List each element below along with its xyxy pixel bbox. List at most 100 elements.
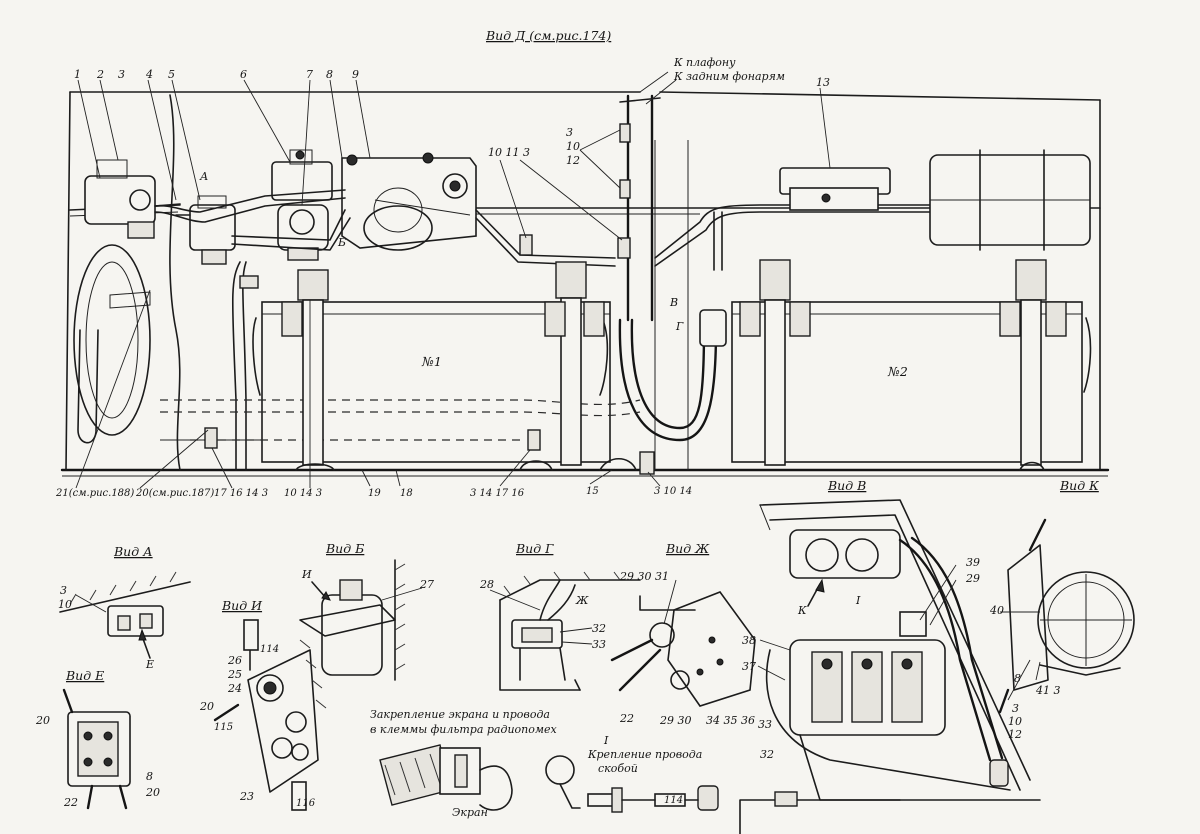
view-v-callout-38: 38 xyxy=(742,634,756,647)
view-v-callout-32: 32 xyxy=(760,748,774,761)
view-v-callout-12: 12 xyxy=(1008,728,1022,741)
view-i-callout-25: 25 xyxy=(227,668,242,681)
view-zh-title: Вид Ж xyxy=(665,541,710,556)
view-i-title: Вид И xyxy=(221,598,263,613)
view-k-title: Вид К xyxy=(1059,478,1099,493)
callout-10-14-3: 10 14 3 xyxy=(284,488,322,499)
regulator-component-1 xyxy=(84,159,181,239)
callout-5: 5 xyxy=(168,68,175,81)
arrow-label-b: Б xyxy=(337,236,346,249)
view-zh-callout-34-35-36: 34 35 36 xyxy=(706,714,755,727)
arrow-label-k: К xyxy=(797,604,807,617)
view-a-callout-3: 3 xyxy=(60,584,67,597)
view-i-callout-114: 114 xyxy=(260,644,279,655)
view-v-title: Вид В xyxy=(827,478,866,493)
view-zh-callout-29-30: 29 30 xyxy=(659,714,692,727)
view-k-callout-40: 40 xyxy=(989,604,1004,617)
view-zh-callout-22: 22 xyxy=(619,712,634,725)
callout-1: 1 xyxy=(74,68,81,81)
note-roman-one-b: I xyxy=(855,594,861,607)
callout-9: 9 xyxy=(352,68,359,81)
floor-supports xyxy=(295,457,1045,471)
callout-10-top: 10 xyxy=(566,140,580,153)
labels: Вид Д (см.рис.174) К плафону К задним фо… xyxy=(35,28,1099,819)
main-view-title: Вид Д (см.рис.174) xyxy=(485,28,611,43)
callout-15: 15 xyxy=(586,486,599,497)
view-v-callout-37: 37 xyxy=(742,660,756,673)
view-i-callout-115: 115 xyxy=(214,722,233,733)
callout-3-14-17-16: 3 14 17 16 xyxy=(470,488,525,499)
view-zh-callout-29-30-31: 29 30 31 xyxy=(619,570,669,583)
view-zh-drawing xyxy=(610,591,756,707)
view-v-callout-39: 39 xyxy=(966,556,980,569)
leader-lines xyxy=(75,71,1041,701)
view-i-callout-116: 116 xyxy=(296,798,316,809)
view-v-callout-3: 3 xyxy=(1012,702,1019,715)
view-a-title: Вид А xyxy=(113,544,153,559)
note-screen-fix-1: Закрепление экрана и провода xyxy=(370,708,550,721)
view-b-drawing xyxy=(299,559,406,681)
view-e-title: Вид Е xyxy=(65,668,104,683)
callout-18: 18 xyxy=(400,488,413,499)
view-i-callout-26: 26 xyxy=(227,654,242,667)
view-i-callout-20: 20 xyxy=(199,700,214,713)
view-v-drawing xyxy=(739,499,1041,834)
view-i-callout-24: 24 xyxy=(227,682,242,695)
arrow-label-a: А xyxy=(199,170,208,183)
view-e-callout-22: 22 xyxy=(63,796,78,809)
component-13 xyxy=(779,167,891,211)
arrow-label-g: Г xyxy=(675,320,684,333)
view-i-drawing xyxy=(213,619,327,811)
note-bracket-fix-2: скобой xyxy=(598,762,638,775)
arrow-label-v: В xyxy=(669,296,678,309)
callout-17-16-14-3: 17 16 14 3 xyxy=(214,488,268,499)
screen-fixing-detail xyxy=(379,744,513,811)
callout-3-10-14: 3 10 14 xyxy=(654,486,692,497)
view-b-callout-27: 27 xyxy=(419,578,434,591)
battery-1 xyxy=(160,261,641,466)
view-v-callout-10: 10 xyxy=(1008,715,1022,728)
note-to-lamp: К плафону xyxy=(673,56,736,69)
view-g-drawing xyxy=(499,571,641,691)
view-v-callout-29: 29 xyxy=(965,572,980,585)
note-screen: Экран xyxy=(452,806,488,819)
wiring-harness xyxy=(154,94,931,471)
arrow-label-e: Е xyxy=(145,658,154,671)
callout-7: 7 xyxy=(306,68,313,81)
callout-3: 3 xyxy=(118,68,125,81)
callout-21: 21(см.рис.188) xyxy=(55,488,134,499)
harness-clips xyxy=(204,123,655,475)
view-g-callout-28: 28 xyxy=(479,578,494,591)
note-roman-one: I xyxy=(603,734,609,747)
view-k-callout-41-3: 41 3 xyxy=(1035,684,1061,697)
view-k-callout-8: 8 xyxy=(1014,672,1021,685)
callout-10-11-3: 10 11 3 xyxy=(488,146,530,159)
view-a-drawing xyxy=(59,571,191,659)
callout-4: 4 xyxy=(145,68,153,81)
callout-13: 13 xyxy=(816,76,830,89)
callout-8: 8 xyxy=(326,68,333,81)
callout-19: 19 xyxy=(368,488,381,499)
filter-component-7 xyxy=(277,204,329,261)
battery-2-label: №2 xyxy=(887,364,908,379)
callout-2: 2 xyxy=(96,68,104,81)
callout-3-top: 3 xyxy=(566,126,573,139)
wheel-housing xyxy=(73,244,151,444)
battery-2 xyxy=(699,259,1092,466)
callout-12-top: 12 xyxy=(566,154,580,167)
arrow-label-i: И xyxy=(301,568,312,581)
battery-1-label: №1 xyxy=(421,354,442,369)
callout-20: 20(см.рис.187) xyxy=(135,488,214,499)
view-g-title: Вид Г xyxy=(515,541,554,556)
view-k-drawing xyxy=(998,518,1135,714)
callout-6: 6 xyxy=(240,68,247,81)
view-i-callout-23: 23 xyxy=(239,790,254,803)
note-screen-fix-2: в клеммы фильтра радиопомех xyxy=(370,723,558,736)
view-v-callout-33: 33 xyxy=(758,718,772,731)
view-e-drawing xyxy=(62,688,131,810)
view-e-callout-20b: 20 xyxy=(145,786,160,799)
note-to-rear-lights: К задним фонарям xyxy=(673,70,785,83)
note-bracket-fix-1: Крепление провода xyxy=(587,748,702,761)
